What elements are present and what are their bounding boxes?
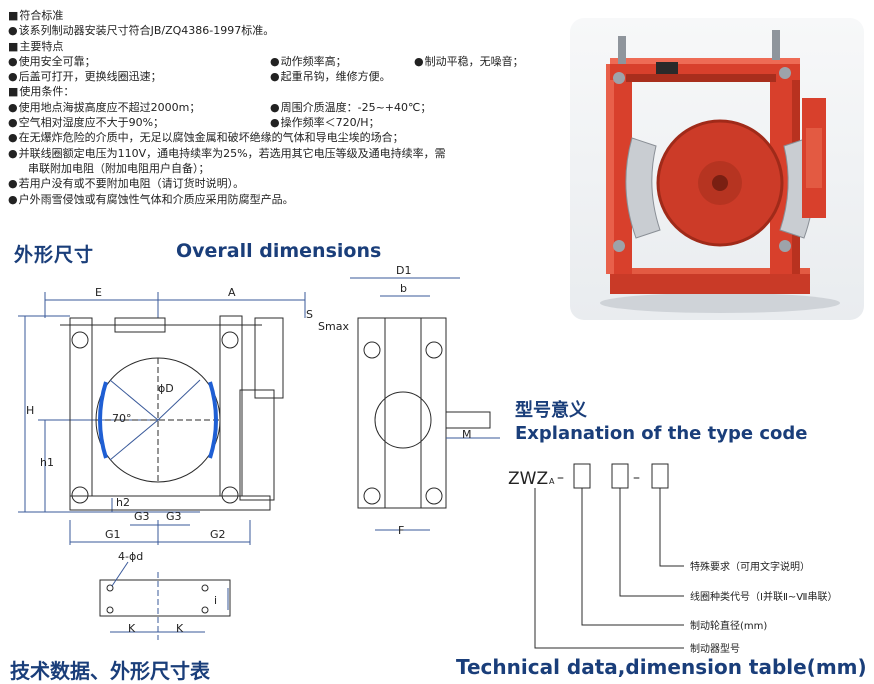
sec2-r2c2: 起重吊钩，维修方便。 <box>270 69 391 84</box>
dim-E: E <box>95 286 102 299</box>
sec2-r2c1: 后盖可打开，更换线圈迅速； <box>8 69 162 84</box>
dim-G3b: G3 <box>166 510 182 523</box>
sec1-item1: 该系列制动器安装尺寸符合JB/ZQ4386-1997标准。 <box>8 23 275 38</box>
dim-S: S <box>306 308 313 321</box>
sec3-r4b: 串联附加电阻（附加电阻用户自备）； <box>28 161 210 175</box>
dim-Ka: K <box>128 622 136 635</box>
product-photo <box>570 18 864 320</box>
sec3-r4: 并联线圈额定电压为110V，通电持续率为25%，若选用其它电压等级及通电持续率，… <box>8 146 446 161</box>
dim-A: A <box>228 286 236 299</box>
dim-G2: G2 <box>210 528 226 541</box>
type-label3: 制动轮直径(mm) <box>690 619 767 632</box>
table-heading-en: Technical data,dimension table(mm) <box>456 655 867 679</box>
type-sub: A <box>549 477 555 486</box>
type-dash1: – <box>557 470 564 486</box>
dim-angle: 70° <box>112 412 132 425</box>
sec3-r2c1: 空气相对湿度应不大于90%； <box>8 115 164 130</box>
dims-heading-cn: 外形尺寸 <box>14 244 95 266</box>
type-label1: 特殊要求（可用文字说明） <box>690 560 810 573</box>
sec3-r1c1: 使用地点海拔高度应不超过2000m； <box>8 100 201 115</box>
dim-holes: 4-ϕd <box>118 550 143 563</box>
type-label4: 制动器型号 <box>690 642 740 655</box>
dim-H: H <box>26 404 34 417</box>
sec2-r1c2: 动作频率高； <box>270 54 347 69</box>
brake-illustration <box>600 30 840 313</box>
type-dash2: – <box>633 470 640 486</box>
dim-G3a: G3 <box>134 510 150 523</box>
dim-F: F <box>398 524 404 537</box>
sec2-r1c3: 制动平稳，无噪音； <box>414 54 524 69</box>
specs-block: 符合标准 该系列制动器安装尺寸符合JB/ZQ4386-1997标准。 主要特点 … <box>8 8 556 207</box>
table-heading-cn: 技术数据、外形尺寸表 <box>10 659 210 683</box>
dim-M: M <box>462 428 472 441</box>
type-prefix: ZWZ <box>508 469 548 489</box>
sec3-r6: 户外雨雪侵蚀或有腐蚀性气体和介质应采用防腐型产品。 <box>8 192 294 207</box>
dim-i: i <box>214 594 217 607</box>
sec3-r1c2: 周围介质温度：-25~+40℃； <box>270 100 432 115</box>
dims-heading-en: Overall dimensions <box>176 240 382 262</box>
sec1-title: 符合标准 <box>8 8 63 23</box>
sec3-r2c2: 操作频率＜720/H； <box>270 115 380 130</box>
type-heading-cn: 型号意义 <box>515 400 587 421</box>
dim-D1: D1 <box>396 264 411 277</box>
dim-h1: h1 <box>40 456 54 469</box>
sec2-title: 主要特点 <box>8 39 63 54</box>
sec3-r3: 在无爆炸危险的介质中，无足以腐蚀金属和破坏绝缘的气体和导电尘埃的场合； <box>8 130 404 145</box>
dim-Kb: K <box>176 622 184 635</box>
sec2-r1c1: 使用安全可靠； <box>8 54 96 69</box>
dim-G1: G1 <box>105 528 121 541</box>
type-heading-en: Explanation of the type code <box>515 423 808 444</box>
dim-D: ϕD <box>158 382 174 395</box>
dim-Smax: Smax <box>318 320 349 333</box>
sec3-title: 使用条件： <box>8 84 74 99</box>
dim-h2: h2 <box>116 496 130 509</box>
type-label2: 线圈种类代号（Ⅰ并联Ⅱ~Ⅶ串联） <box>690 590 837 603</box>
sec3-r5: 若用户没有或不要附加电阻（请订货时说明）。 <box>8 176 245 191</box>
dim-b: b <box>400 282 407 295</box>
